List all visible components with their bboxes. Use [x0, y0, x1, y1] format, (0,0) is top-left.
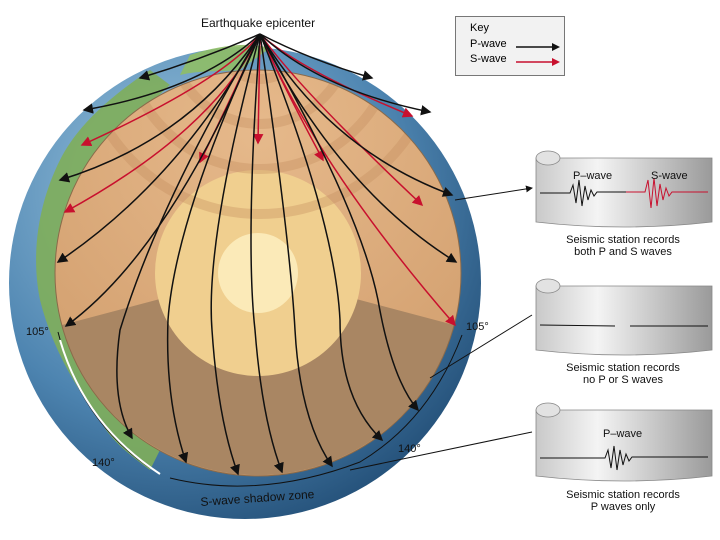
drum-body	[535, 285, 713, 356]
station-3-p-wave-label: P–wave	[603, 428, 643, 440]
station-1-caption-line2: both P and S waves	[574, 246, 672, 258]
p-wave-ray	[58, 33, 261, 183]
drum-roll	[535, 150, 561, 166]
p-wave-ray	[166, 33, 261, 464]
angle-105-right: 105°	[466, 321, 489, 333]
continent-land	[36, 70, 170, 470]
station-1-s-wave-label: S-wave	[651, 170, 688, 182]
flat-trace	[539, 324, 708, 327]
epicenter-label: Earthquake epicenter	[201, 16, 316, 30]
earth-cutaway	[55, 70, 461, 476]
legend-p-wave-arrow	[516, 43, 560, 51]
p-wave-ray	[259, 33, 419, 412]
p-wave-ray	[116, 33, 261, 440]
station-1-caption-line1: Seismic station records	[566, 234, 680, 246]
angle-105-left: 105°	[26, 326, 49, 338]
p-wave-ray	[259, 33, 454, 197]
p-wave-ray	[259, 33, 333, 468]
station-3-caption-line1: Seismic station records	[566, 489, 680, 501]
seismograph-station-2	[535, 278, 713, 356]
s-wave-ray	[80, 33, 261, 147]
p-wave-trace	[540, 445, 708, 471]
station-2-caption-line2: no P or S waves	[583, 374, 663, 386]
s-wave-ray	[259, 33, 456, 327]
station-2-caption-line1: Seismic station records	[566, 362, 680, 374]
station-3-caption-line2: P waves only	[590, 501, 656, 513]
wavefronts	[75, 70, 445, 219]
shadow-zone-arcs	[57, 331, 463, 487]
p-wave-ray	[259, 33, 374, 81]
seismograph-station-1	[535, 150, 713, 228]
s-wave-trace	[626, 177, 708, 209]
s-wave-ray	[252, 33, 264, 145]
drum-body	[535, 409, 713, 482]
p-wave-ray	[259, 33, 384, 442]
legend-s-wave-arrow	[516, 58, 560, 66]
station-1-p-wave-label: P–wave	[573, 170, 613, 182]
legend-key: Key P-wave S-wave	[455, 16, 565, 76]
s-wave-ray	[259, 33, 424, 207]
p-wave-ray	[138, 33, 261, 81]
angle-140-right: 140°	[398, 443, 421, 455]
p-wave-ray	[210, 33, 261, 476]
p-wave-ray	[82, 33, 261, 114]
p-wave-ray	[250, 33, 284, 474]
legend-p-wave-label: P-wave	[470, 38, 507, 50]
p-wave-trace	[540, 179, 626, 207]
station-connectors	[349, 185, 533, 471]
station-3-caption: Seismic station records P waves only	[548, 489, 698, 513]
angle-140-left: 140°	[92, 457, 115, 469]
p-wave-ray	[259, 33, 432, 116]
station-1-caption: Seismic station records both P and S wav…	[548, 234, 698, 258]
shadow-zone-arc-bottom	[169, 334, 463, 487]
p-wave-rays	[56, 33, 458, 476]
connector-station-1	[454, 185, 533, 201]
drum-roll	[535, 402, 561, 418]
legend-title: Key	[470, 22, 489, 34]
connector-station-3	[349, 431, 533, 471]
drum-roll	[535, 278, 561, 294]
station-2-caption: Seismic station records no P or S waves	[548, 362, 698, 386]
inner-core	[218, 233, 298, 313]
shadow-zone-arc-left-white	[59, 339, 161, 475]
seismograph-station-3	[535, 402, 713, 482]
connector-station-2	[429, 314, 533, 379]
legend-s-wave-label: S-wave	[470, 53, 507, 65]
